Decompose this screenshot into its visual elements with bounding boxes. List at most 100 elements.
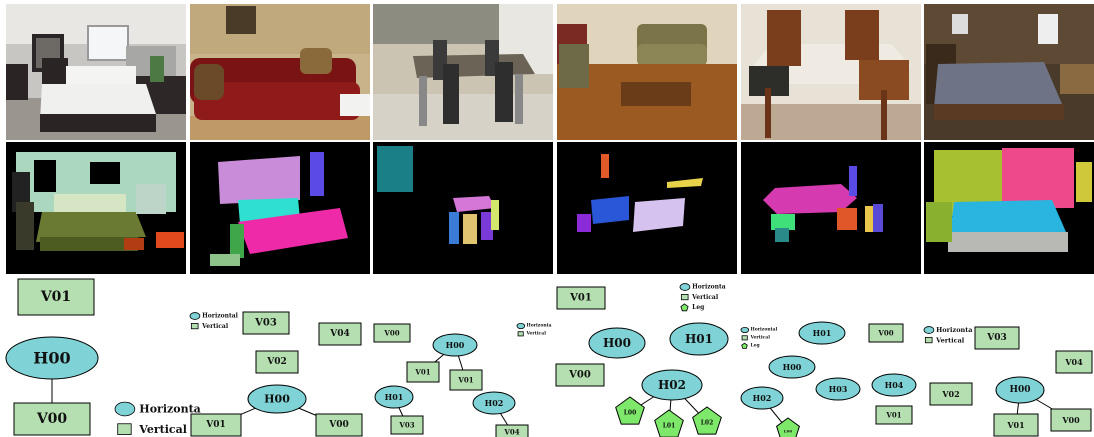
legend-label: Vertical bbox=[525, 331, 546, 337]
node-label: V01 bbox=[414, 368, 430, 377]
node-v00: V00 bbox=[1050, 408, 1092, 432]
panel-3 bbox=[373, 0, 553, 274]
node-label: V01 bbox=[205, 420, 226, 430]
node-label: V00 bbox=[568, 370, 591, 381]
node-v00: V00 bbox=[13, 402, 91, 436]
legend-vertical-swatch bbox=[741, 335, 748, 341]
vertical-node-shape bbox=[315, 413, 363, 437]
photo-bedroom-showroom bbox=[6, 4, 186, 140]
panel-1 bbox=[6, 0, 186, 274]
node-v02: V02 bbox=[255, 350, 299, 374]
legend-label: Leg bbox=[692, 304, 705, 311]
horizontal-node-shape bbox=[641, 369, 703, 401]
legend-horizontal-swatch bbox=[114, 401, 136, 417]
horizontal-node-shape bbox=[669, 322, 729, 356]
node-label: V04 bbox=[329, 329, 350, 339]
node-label: V00 bbox=[877, 329, 893, 338]
node-label: V03 bbox=[986, 333, 1007, 343]
node-label: H04 bbox=[885, 380, 904, 390]
node-label: H03 bbox=[829, 384, 848, 394]
node-h00: H00 bbox=[768, 355, 816, 379]
vertical-node-shape bbox=[974, 326, 1020, 350]
node-label: H01 bbox=[813, 328, 832, 338]
node-l00: L00 bbox=[615, 396, 645, 425]
node-label: L00 bbox=[784, 429, 793, 434]
vertical-node-shape bbox=[17, 278, 95, 316]
vertical-node-shape bbox=[406, 361, 440, 383]
node-v00: V00 bbox=[315, 413, 363, 437]
legend-label: Vertical bbox=[935, 336, 965, 344]
legend-label: Horizontal bbox=[202, 313, 239, 320]
node-label: V00 bbox=[1061, 415, 1080, 425]
pointcloud-wooden-chairs bbox=[741, 142, 921, 274]
legend-vertical-swatch bbox=[924, 336, 933, 344]
node-v04: V04 bbox=[318, 322, 362, 346]
leg-node-shape bbox=[654, 409, 684, 437]
node-v02: V02 bbox=[929, 382, 973, 406]
node-label: H02 bbox=[658, 378, 686, 392]
horizontal-node-shape bbox=[871, 373, 917, 397]
panel-6 bbox=[924, 0, 1094, 274]
panel-4 bbox=[557, 0, 737, 274]
horizontal-node-shape bbox=[432, 333, 478, 357]
legend-horizontal-swatch bbox=[679, 283, 691, 291]
vertical-node-shape bbox=[190, 413, 242, 437]
vertical-node-shape bbox=[390, 415, 424, 435]
node-label: V02 bbox=[941, 389, 959, 399]
node-label: H00 bbox=[783, 362, 802, 372]
node-h02: H02 bbox=[472, 391, 516, 415]
horizontal-node-shape bbox=[588, 327, 646, 359]
legend-vertical-swatch bbox=[190, 322, 199, 330]
node-h00: H00 bbox=[432, 333, 478, 357]
node-h04: H04 bbox=[871, 373, 917, 397]
legend-vertical-swatch bbox=[680, 293, 689, 301]
node-v01: V01 bbox=[875, 405, 913, 425]
node-label: H00 bbox=[1009, 385, 1030, 395]
legend-horizontal-swatch bbox=[516, 322, 526, 330]
node-label: V01 bbox=[40, 289, 71, 305]
horizontal-node-shape bbox=[472, 391, 516, 415]
node-label: V00 bbox=[328, 420, 349, 430]
legend-vertical-swatch bbox=[117, 423, 132, 435]
photo-living-room bbox=[557, 4, 737, 140]
legend-horizontal-swatch bbox=[923, 326, 935, 334]
horizontal-node-shape bbox=[247, 384, 307, 414]
horizontal-node-shape bbox=[798, 321, 846, 345]
vertical-node-shape bbox=[373, 323, 411, 343]
node-label: H00 bbox=[446, 340, 465, 350]
panel-5 bbox=[741, 0, 921, 274]
leg-node-shape bbox=[776, 417, 800, 437]
node-label: L00 bbox=[624, 410, 637, 417]
node-label: V03 bbox=[254, 318, 277, 329]
horizontal-node-shape bbox=[5, 336, 99, 380]
node-v04: V04 bbox=[495, 424, 529, 437]
node-l02: L02 bbox=[692, 406, 722, 435]
pointcloud-dining-table bbox=[373, 142, 553, 274]
node-v00: V00 bbox=[868, 323, 904, 343]
vertical-node-shape bbox=[495, 424, 529, 437]
vertical-node-shape bbox=[868, 323, 904, 343]
node-label: H01 bbox=[385, 392, 404, 402]
node-label: H01 bbox=[685, 332, 713, 346]
node-l01: L01 bbox=[654, 409, 684, 437]
node-label: H00 bbox=[33, 349, 70, 368]
node-label: V01 bbox=[885, 411, 901, 420]
node-v04: V04 bbox=[1055, 350, 1093, 374]
legend-leg-swatch bbox=[741, 342, 748, 349]
node-v01: V01 bbox=[406, 361, 440, 383]
leg-node-shape bbox=[692, 406, 722, 435]
node-v01: V01 bbox=[190, 413, 242, 437]
legend-horizontal-swatch bbox=[189, 312, 201, 320]
vertical-node-shape bbox=[1050, 408, 1092, 432]
node-l00: L00 bbox=[776, 417, 800, 437]
node-v01: V01 bbox=[556, 286, 606, 310]
legend-label: Horizonta bbox=[692, 284, 726, 291]
